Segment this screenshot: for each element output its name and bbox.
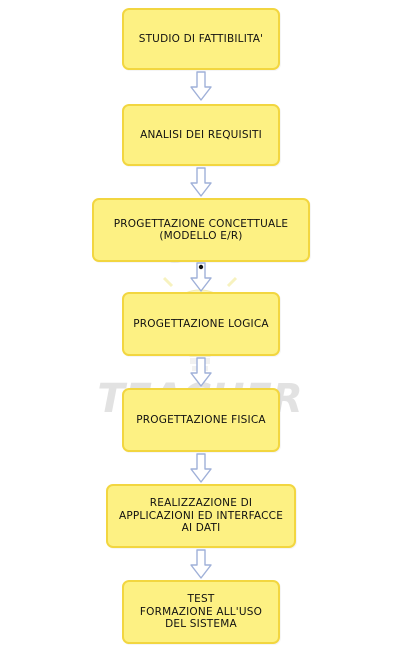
down-arrow-icon [190, 549, 212, 579]
step-test-and-training: TEST FORMAZIONE ALL'USO DEL SISTEMA [122, 580, 280, 644]
step-application-development: REALIZZAZIONE DI APPLICAZIONI ED INTERFA… [106, 484, 296, 548]
down-arrow-icon [190, 167, 212, 197]
step-feasibility-study: STUDIO DI FATTIBILITA' [122, 8, 280, 70]
step-requirements-analysis: ANALISI DEI REQUISITI [122, 104, 280, 166]
down-arrow-icon [190, 262, 212, 292]
step-conceptual-design: PROGETTAZIONE CONCETTUALE (MODELLO E/R) [92, 198, 310, 262]
step-physical-design: PROGETTAZIONE FISICA [122, 388, 280, 452]
step-logical-design: PROGETTAZIONE LOGICA [122, 292, 280, 356]
down-arrow-icon [190, 453, 212, 483]
down-arrow-icon [190, 71, 212, 101]
down-arrow-icon [190, 357, 212, 387]
